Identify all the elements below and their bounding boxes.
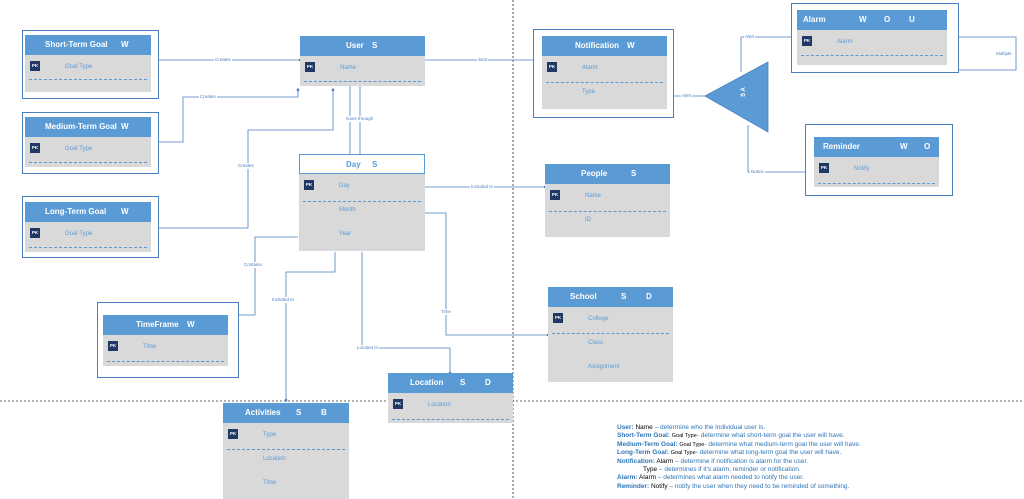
legend-short: Short-Term Goal: Goal Type- determine wh… [617,432,845,440]
pk-badge: PK [802,36,812,46]
legend: User: Name – determine who the individua… [617,424,1017,491]
rel-sa-reminder [747,125,814,173]
rel-label-alert-side: Alert [681,93,693,99]
pk-badge: PK [819,163,829,173]
sa-triangle [704,61,769,133]
pk-badge: PK [30,228,40,238]
pk-badge: PK [547,62,557,72]
pk-badge: PK [553,313,563,323]
rel-label-goes-through: Goes through [345,116,375,122]
rel-label-included-in-people: Included In [470,184,495,190]
legend-reminder: Reminder: Notify – notify the user when … [617,482,850,490]
legend-notification: Notification: Alarm – determine if notif… [617,457,809,465]
rel-day-timeframe [230,236,298,316]
rel-label-included-in-activities: Included In [271,297,296,303]
rel-long-user [150,88,334,229]
legend-user: User: Name – determine who the individua… [617,424,766,431]
pk-badge: PK [550,190,560,200]
rel-medium-user [150,88,299,143]
legend-long: Long-Term Goal: Goal Type- determine wha… [617,449,842,457]
rel-day-activities [285,252,336,402]
legend-medium: Medium-Term Goal: Goal Type- determine w… [617,440,861,448]
pk-badge: PK [30,61,40,71]
rel-day-location [361,252,451,373]
rel-label-alert-top: Alert [744,34,756,40]
rel-label-creates-short: Creates [214,57,232,63]
rel-day-school [425,212,548,336]
sa-label: S A [740,87,747,97]
pk-badge: PK [305,62,315,72]
pk-badge: PK [228,429,238,439]
rel-label-located-in: Located In [356,345,380,351]
rel-label-creates-long: Creates [237,163,255,169]
legend-alarm: Alarm: Alarm – determines what alarm nee… [617,474,804,482]
rel-label-multiple: Multiple [995,51,1013,57]
rel-alarm-multiple [948,36,1017,71]
rel-label-sent: Sent [477,57,489,63]
rel-sa-alarm [740,36,794,72]
rel-label-notice: Notice [750,169,765,175]
rel-label-contains: Contains [243,262,263,268]
legend-type: Type – determines if it's alarm, reminde… [643,466,801,474]
pk-badge: PK [30,143,40,153]
pk-badge: PK [304,180,314,190]
rel-label-time: Time [440,309,452,315]
rel-label-creates-medium: Creates [199,94,217,100]
pk-badge: PK [108,341,118,351]
pk-badge: PK [393,399,403,409]
